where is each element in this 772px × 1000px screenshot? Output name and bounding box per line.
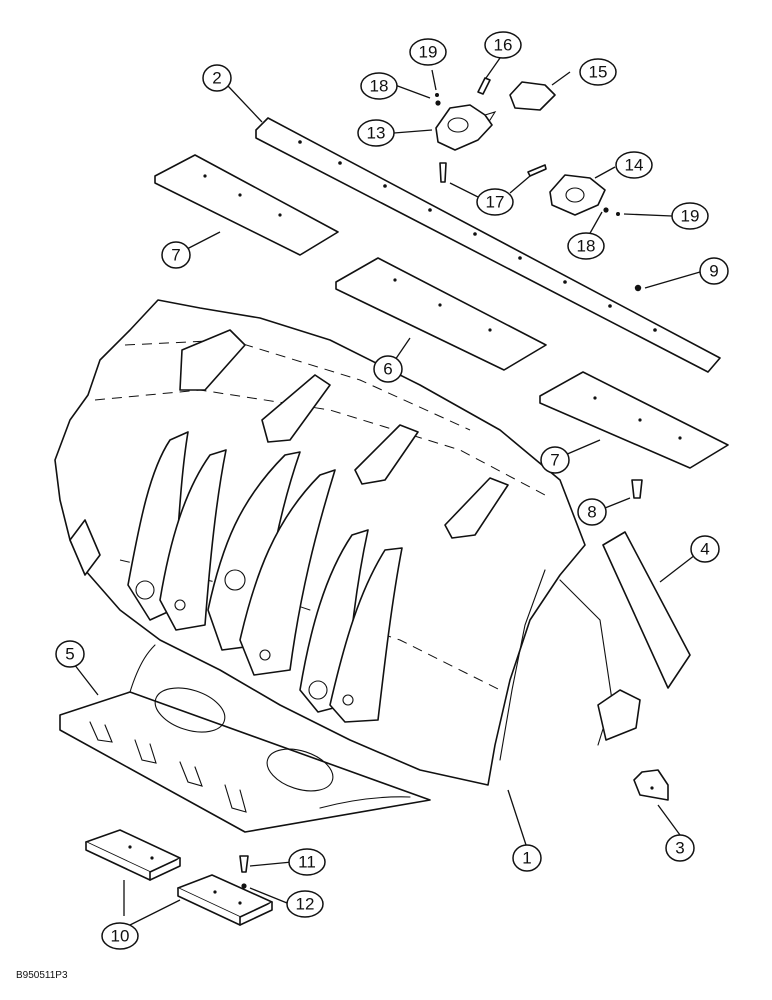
svg-text:16: 16: [494, 36, 513, 55]
svg-text:19: 19: [681, 207, 700, 226]
nut-9: [634, 284, 642, 292]
nut-19a: [435, 93, 439, 97]
nut-19b: [616, 212, 620, 216]
callout-19-right: 19: [671, 202, 709, 230]
svg-text:8: 8: [587, 503, 596, 522]
callout-19-top: 19: [409, 38, 447, 66]
svg-text:14: 14: [625, 156, 644, 175]
side-edge: [602, 531, 691, 689]
svg-text:1: 1: [522, 849, 531, 868]
nut-12: [241, 883, 247, 889]
callout-8: 8: [577, 498, 607, 526]
callout-1: 1: [512, 844, 542, 872]
svg-text:11: 11: [298, 853, 316, 872]
callout-5: 5: [55, 640, 85, 668]
svg-text:5: 5: [65, 645, 74, 664]
wear-plate-center: [335, 257, 547, 371]
callout-7-right: 7: [540, 446, 570, 474]
callout-17: 17: [476, 188, 514, 216]
cutting-edge: [255, 117, 721, 373]
svg-text:7: 7: [171, 246, 180, 265]
callout-15: 15: [579, 58, 617, 86]
bolt-8: [631, 479, 643, 499]
tooth-13: [435, 104, 497, 151]
callout-13: 13: [357, 119, 395, 147]
bucket-ribs: [127, 329, 509, 723]
bottom-wear-plate: [59, 644, 431, 833]
adapter-15: [509, 81, 556, 111]
svg-text:7: 7: [550, 451, 559, 470]
spacer-blocks: [85, 829, 273, 926]
wear-plate-left: [154, 154, 339, 256]
callout-9: 9: [699, 257, 729, 285]
bolt-11: [239, 855, 249, 873]
bolt-17b: [527, 164, 547, 177]
svg-text:12: 12: [296, 895, 315, 914]
svg-text:4: 4: [700, 540, 709, 559]
svg-text:3: 3: [675, 839, 684, 858]
pin-16: [477, 77, 491, 95]
bolt-17a: [439, 162, 447, 183]
callout-16: 16: [484, 31, 522, 59]
drawing-code: B950511P3: [16, 970, 68, 981]
callout-10: 10: [101, 922, 139, 950]
callout-18-top: 18: [360, 72, 398, 100]
callout-3: 3: [665, 834, 695, 862]
callout-18-right: 18: [567, 232, 605, 260]
bucket-body: [54, 299, 641, 786]
callout-2: 2: [202, 64, 232, 92]
svg-text:15: 15: [589, 63, 608, 82]
svg-text:10: 10: [111, 927, 130, 946]
washer-18b: [603, 207, 609, 213]
washer-18a: [435, 100, 441, 106]
svg-text:6: 6: [383, 360, 392, 379]
svg-text:17: 17: [486, 193, 505, 212]
svg-text:18: 18: [577, 237, 596, 256]
callout-14: 14: [615, 151, 653, 179]
svg-text:2: 2: [212, 69, 221, 88]
callout-6: 6: [373, 355, 403, 383]
svg-text:19: 19: [419, 43, 438, 62]
leader-lines: [73, 57, 701, 926]
tooth-14: [549, 174, 606, 216]
svg-text:13: 13: [367, 124, 386, 143]
callout-4: 4: [690, 535, 720, 563]
corner-piece: [633, 769, 669, 801]
wear-plate-right: [539, 371, 729, 469]
svg-text:9: 9: [709, 262, 718, 281]
callout-7-left: 7: [161, 241, 191, 269]
callout-11: 11: [288, 848, 326, 876]
callout-12: 12: [286, 890, 324, 918]
svg-text:18: 18: [370, 77, 389, 96]
